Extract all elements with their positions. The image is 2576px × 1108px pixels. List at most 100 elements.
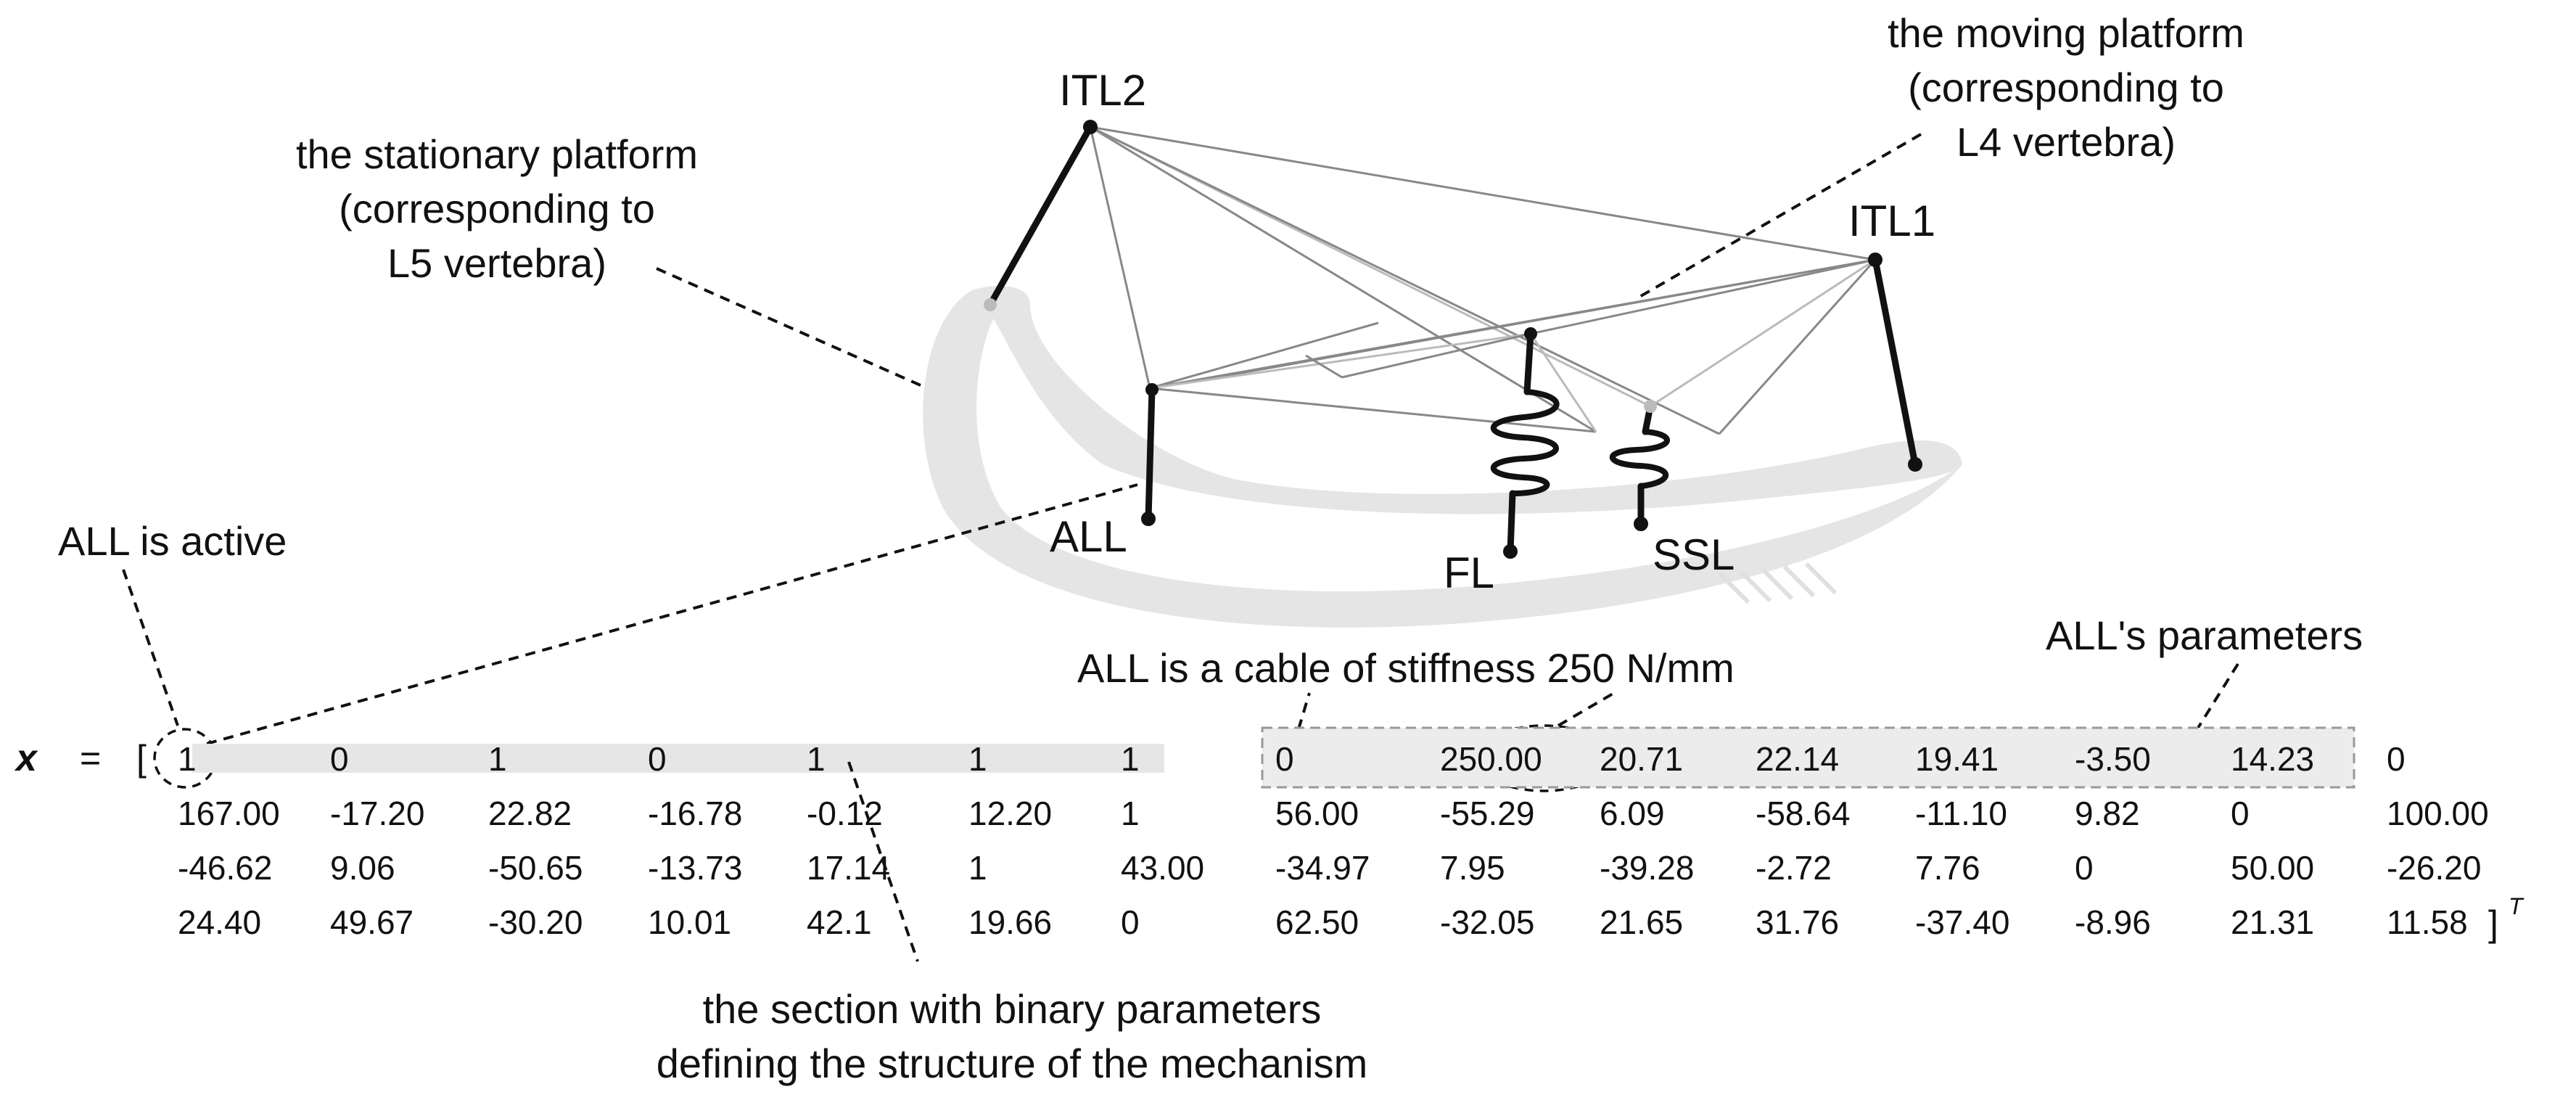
itl1-label: ITL1 [1848, 197, 1935, 245]
all-strut [1145, 386, 1156, 522]
vector-cell-r1-c2: 22.82 [488, 795, 572, 832]
all-active-leader [122, 569, 179, 726]
all-params-box [1261, 726, 2355, 789]
vector-cell-r2-c11: 7.76 [1915, 849, 1980, 887]
vector-cell-r1-c3: -16.78 [648, 795, 742, 832]
open-bracket: [ [136, 738, 147, 779]
vector-cell-r0-c0: 1 [178, 740, 197, 778]
fl-label: FL [1444, 549, 1494, 597]
vector-cell-r0-c7: 0 [1275, 740, 1294, 778]
vector-cell-r3-c0: 24.40 [178, 903, 261, 941]
vector-cell-r0-c2: 1 [488, 740, 507, 778]
stationary-platform-line-1: the stationary platform [296, 131, 698, 177]
vector-cell-r1-c14: 100.00 [2387, 795, 2489, 832]
transpose-mark: T [2509, 893, 2524, 919]
vector-cell-r3-c5: 19.66 [968, 903, 1052, 941]
vector-cell-r0-c4: 1 [807, 740, 826, 778]
vector-cell-r2-c7: -34.97 [1275, 849, 1370, 887]
itl1-strut [1872, 256, 1919, 468]
vector-cell-r1-c11: -11.10 [1915, 795, 2007, 832]
vector-cell-r0-c8: 250.00 [1440, 740, 1542, 778]
itl2-base-node [984, 298, 997, 311]
vector-cell-r2-c12: 0 [2075, 849, 2094, 887]
cable-network [1089, 126, 1877, 435]
vector-cell-r1-c4: -0.12 [807, 795, 883, 832]
vector-cell-r3-c13: 21.31 [2231, 903, 2314, 941]
vector-cell-r2-c5: 1 [968, 849, 987, 887]
all-strut-leader [206, 483, 1138, 745]
vector-cell-r2-c8: 7.95 [1440, 849, 1505, 887]
vector-cell-r1-c5: 12.20 [968, 795, 1052, 832]
stationary-platform-shape [923, 286, 1962, 628]
vector-cell-r2-c14: -26.20 [2387, 849, 2481, 887]
vector-cell-r3-c9: 21.65 [1600, 903, 1683, 941]
itl2-strut [987, 123, 1094, 308]
moving-platform-line-3: L4 vertebra) [1956, 119, 2176, 165]
vector-cell-r2-c10: -2.72 [1756, 849, 1832, 887]
fl-bottom-node [1503, 544, 1518, 559]
vector-cell-r3-c10: 31.76 [1756, 903, 1839, 941]
vector-cell-r3-c8: -32.05 [1440, 903, 1534, 941]
equals-sign: = [80, 738, 101, 779]
ssl-label: SSL [1653, 530, 1735, 579]
vector-cell-r1-c12: 9.82 [2075, 795, 2140, 832]
fl-top-node [1524, 327, 1537, 340]
base-hatching [1717, 562, 1838, 604]
vector-cell-r2-c3: -13.73 [648, 849, 742, 887]
vector-cell-r3-c1: 49.67 [330, 903, 413, 941]
stationary-platform-leader [656, 267, 928, 390]
vector-cell-r2-c0: -46.62 [178, 849, 272, 887]
vector-cell-r0-c9: 20.71 [1600, 740, 1683, 778]
all-active-label: ALL is active [58, 518, 287, 564]
binary-section-line-1: the section with binary parameters [703, 986, 1322, 1032]
vector-cell-r3-c3: 10.01 [648, 903, 731, 941]
vector-cell-r1-c8: -55.29 [1440, 795, 1534, 832]
all-params-leader [2197, 662, 2239, 729]
vector-cell-r0-c13: 14.23 [2231, 740, 2314, 778]
vector-cell-r0-c1: 0 [330, 740, 349, 778]
moving-platform-line-1: the moving platform [1888, 10, 2244, 56]
itl1-base-node [1908, 457, 1922, 472]
vector-cell-r2-c13: 50.00 [2231, 849, 2314, 887]
all-type-leader [1297, 692, 1311, 730]
vector-cell-r0-c12: -3.50 [2075, 740, 2151, 778]
all-params-label: ALL's parameters [2046, 612, 2363, 658]
vector-cell-r2-c2: -50.65 [488, 849, 583, 887]
vector-cell-r0-c14: 0 [2387, 740, 2406, 778]
vector-cell-r0-c3: 0 [648, 740, 667, 778]
all-label: ALL [1050, 512, 1127, 561]
vector-cell-r3-c2: -30.20 [488, 903, 583, 941]
vector-cell-r3-c6: 0 [1121, 903, 1140, 941]
vector-cell-r1-c0: 167.00 [178, 795, 280, 832]
vector-cell-r3-c4: 42.1 [807, 903, 872, 941]
vector-cell-r3-c11: -37.40 [1915, 903, 2009, 941]
ssl-bottom-node [1634, 517, 1648, 531]
vector-cell-r0-c5: 1 [968, 740, 987, 778]
itl2-node [1083, 120, 1098, 134]
itl1-node [1868, 253, 1882, 267]
vector-cell-r1-c10: -58.64 [1756, 795, 1850, 832]
vector-cell-r1-c13: 0 [2231, 795, 2250, 832]
vector-symbol: x [14, 737, 38, 779]
fl-strut-top [1523, 330, 1534, 395]
all-top-node [1145, 383, 1159, 396]
all-cable-label: ALL is a cable of stiffness 250 N/mm [1077, 645, 1735, 691]
ssl-spring [1609, 429, 1671, 489]
vector-cell-r3-c12: -8.96 [2075, 903, 2151, 941]
vector-cell-r0-c11: 19.41 [1915, 740, 1999, 778]
vector-cell-r1-c7: 56.00 [1275, 795, 1359, 832]
vector-cell-r2-c4: 17.14 [807, 849, 890, 887]
vector-cell-r2-c6: 43.00 [1121, 849, 1204, 887]
itl2-label: ITL2 [1059, 66, 1146, 115]
ssl-top-node [1644, 400, 1657, 413]
vector-cell-r2-c1: 9.06 [330, 849, 395, 887]
fl-strut-bottom [1507, 490, 1516, 555]
moving-platform-line-2: (corresponding to [1908, 65, 2224, 110]
vector-cell-r3-c7: 62.50 [1275, 903, 1359, 941]
binary-section-highlight [192, 744, 1164, 773]
vector-cell-r1-c6: 1 [1121, 795, 1140, 832]
vector-cell-r2-c9: -39.28 [1600, 849, 1694, 887]
vector-cell-r3-c14: 11.58 [2387, 903, 2468, 941]
binary-section-leader [847, 761, 919, 962]
